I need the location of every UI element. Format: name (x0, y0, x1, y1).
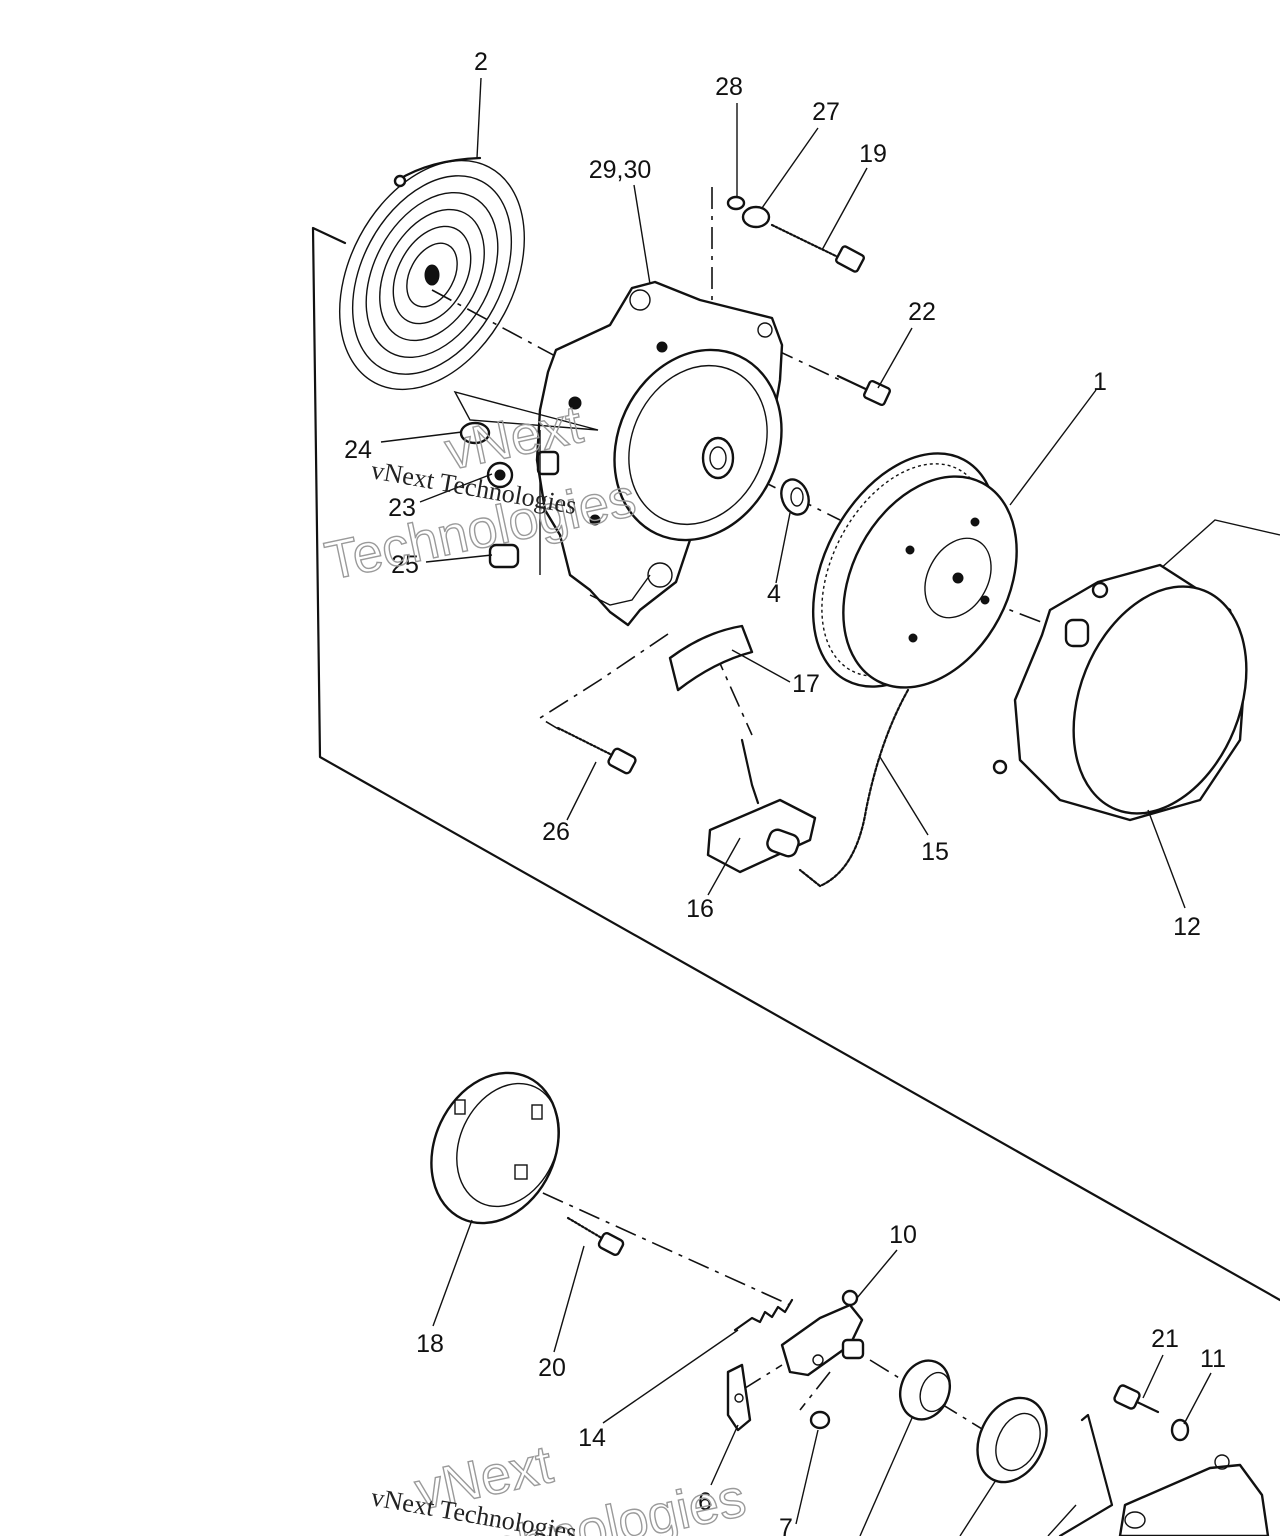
callout-10: 10 (889, 1221, 917, 1249)
callout-17: 17 (792, 670, 820, 698)
callout-6: 6 (698, 1488, 712, 1516)
seal-part-4 (780, 478, 810, 516)
starter-housing-part-29-30 (535, 280, 784, 627)
washer-part-11 (1170, 1418, 1190, 1442)
callout-16: 16 (686, 895, 714, 923)
callout-20: 20 (538, 1354, 566, 1382)
fasteners-part-28-27-19 (726, 195, 865, 273)
bolt-part-20 (566, 1216, 625, 1257)
callout-29-30: 29,30 (589, 156, 652, 184)
pawl-part-6 (726, 1363, 752, 1432)
pulley-reel-part-1 (811, 452, 1018, 689)
callout-labels: 2 28 27 19 29,30 22 1 24 23 25 4 17 26 1… (344, 48, 1226, 1536)
callout-4: 4 (767, 580, 781, 608)
bracket-part (1058, 1413, 1114, 1536)
callout-23: 23 (388, 494, 416, 522)
callout-18: 18 (416, 1330, 444, 1358)
callout-28: 28 (715, 73, 743, 101)
callout-7: 7 (779, 1514, 793, 1536)
callout-21: 21 (1151, 1325, 1179, 1353)
bolt-part-21 (1113, 1384, 1160, 1414)
callout-14: 14 (578, 1424, 606, 1452)
pin-part-7 (809, 1410, 831, 1430)
base-plate-part (1118, 1454, 1270, 1536)
lever-assembly-part-10 (780, 1289, 865, 1377)
callout-19: 19 (859, 140, 887, 168)
handle-part-16 (706, 738, 817, 874)
bolt-part-26 (556, 726, 637, 775)
callout-24: 24 (344, 436, 372, 464)
callout-25: 25 (391, 551, 419, 579)
leader-lines (380, 77, 1212, 1536)
callout-11: 11 (1200, 1345, 1226, 1373)
ring-part (899, 1359, 951, 1421)
callout-27: 27 (812, 98, 840, 126)
bolt-part-22 (836, 374, 891, 407)
rope-part-15 (798, 688, 910, 888)
cover-part-12 (992, 563, 1248, 822)
callout-22: 22 (908, 298, 936, 326)
assembly-frame (311, 226, 1280, 1302)
recoil-spring-part-2 (338, 156, 526, 391)
washer-part (976, 1396, 1048, 1484)
spring-part-14 (733, 1298, 794, 1332)
callout-1: 1 (1093, 368, 1107, 396)
cup-part-18 (430, 1071, 560, 1225)
watermark-lower: vNext Technologies vNext Technologies (369, 1434, 752, 1536)
decal-part-17 (668, 624, 754, 692)
callout-12: 12 (1173, 913, 1201, 941)
callout-26: 26 (542, 818, 570, 846)
callout-2: 2 (474, 48, 488, 76)
callout-15: 15 (921, 838, 949, 866)
